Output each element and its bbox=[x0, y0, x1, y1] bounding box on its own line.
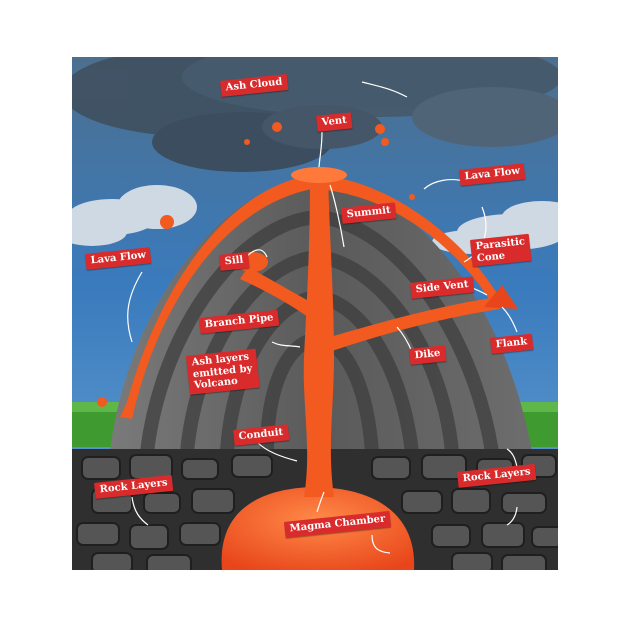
ash-cloud bbox=[72, 57, 558, 172]
branch-pipe bbox=[240, 267, 316, 317]
dike bbox=[330, 297, 500, 351]
lava-splatter bbox=[97, 122, 415, 407]
vent bbox=[291, 167, 347, 183]
parasitic-cone bbox=[484, 285, 518, 309]
label-ash-layers: Ash layers emitted by Volcano bbox=[186, 348, 260, 395]
volcano-diagram-svg bbox=[72, 57, 558, 570]
conduit bbox=[303, 175, 334, 497]
rock-stones bbox=[76, 454, 558, 570]
volcano-illustration bbox=[72, 57, 558, 570]
label-sill: Sill bbox=[219, 252, 250, 271]
